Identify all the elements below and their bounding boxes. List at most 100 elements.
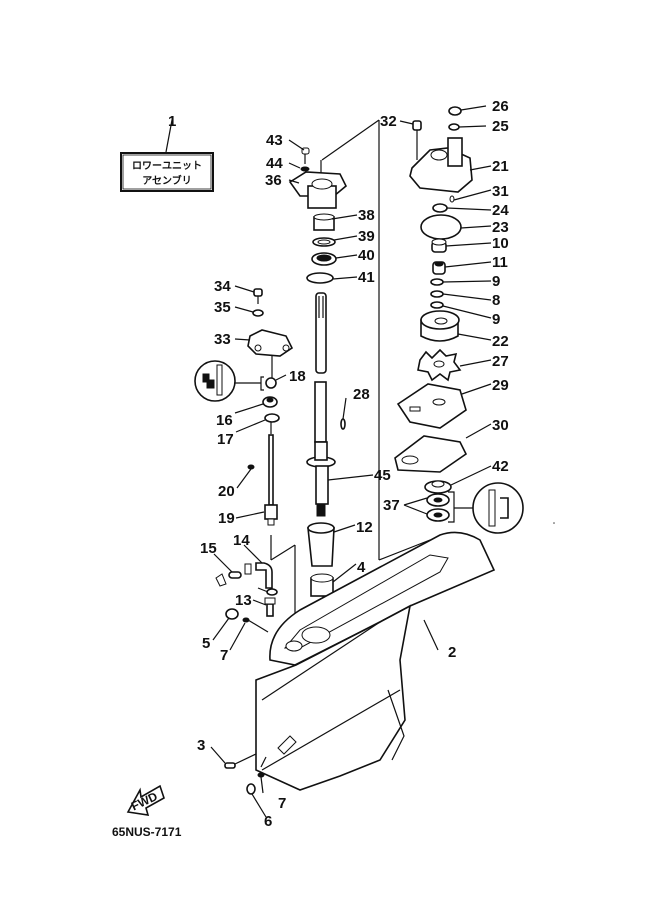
callout-9-upper[interactable]: 9 (492, 273, 500, 290)
callout-9-lower[interactable]: 9 (492, 311, 500, 328)
callout-43[interactable]: 43 (266, 132, 283, 149)
callout-7-upper[interactable]: 7 (220, 647, 228, 664)
callout-3[interactable]: 3 (197, 737, 205, 754)
callout-16[interactable]: 16 (216, 412, 233, 429)
callout-15[interactable]: 15 (200, 540, 217, 557)
callout-18[interactable]: 18 (289, 368, 306, 385)
part-37-oil-seals[interactable] (426, 491, 474, 523)
part-22-pump-insert[interactable] (420, 310, 460, 342)
part-21-pump-housing[interactable] (409, 137, 473, 193)
callout-10[interactable]: 10 (492, 235, 509, 252)
part-18-bushing[interactable] (233, 376, 277, 391)
part-19-shift-rod[interactable] (264, 434, 278, 526)
part-2-lower-casing[interactable] (255, 531, 496, 791)
callout-27[interactable]: 27 (492, 353, 509, 370)
part-33-shift-rod-cover[interactable] (247, 329, 294, 357)
part-38-bearing[interactable] (313, 213, 335, 231)
part-23-o-ring[interactable] (420, 214, 462, 240)
part-29-outer-plate[interactable] (396, 383, 467, 429)
callout-8[interactable]: 8 (492, 292, 500, 309)
part-43-bolt[interactable] (301, 147, 310, 164)
part-7-gasket-lower[interactable] (257, 772, 265, 778)
callout-12[interactable]: 12 (356, 519, 373, 536)
part-27-impeller[interactable] (417, 348, 462, 382)
callout-34[interactable]: 34 (214, 278, 231, 295)
callout-19[interactable]: 19 (218, 510, 235, 527)
part-25-seal[interactable] (448, 123, 460, 131)
callout-38[interactable]: 38 (358, 207, 375, 224)
drawing-code: 65NUS-7171 (112, 825, 182, 839)
stray-dot (553, 522, 555, 524)
part-15-hose-joint[interactable] (215, 571, 242, 587)
part-14-hose[interactable] (244, 562, 273, 589)
assembly-title-box: ロワーユニット アセンブリ (120, 119, 214, 192)
callout-7-lower[interactable]: 7 (278, 795, 286, 812)
callout-40[interactable]: 40 (358, 247, 375, 264)
part-17-o-ring[interactable] (264, 413, 280, 423)
part-40-oil-seal[interactable] (311, 252, 337, 266)
callout-11[interactable]: 11 (492, 254, 508, 271)
part-24-o-ring[interactable] (432, 203, 448, 213)
part-16-oil-seal[interactable] (262, 396, 278, 408)
callout-23[interactable]: 23 (492, 219, 509, 236)
callout-28[interactable]: 28 (353, 386, 370, 403)
part-26-cap[interactable] (448, 106, 462, 116)
callout-32[interactable]: 32 (380, 113, 397, 130)
callout-2[interactable]: 2 (448, 644, 456, 661)
callout-42[interactable]: 42 (492, 458, 509, 475)
part-32-bolt[interactable] (412, 120, 422, 160)
part-10-collar[interactable] (431, 238, 447, 253)
callout-21[interactable]: 21 (492, 158, 509, 175)
callout-4[interactable]: 4 (357, 559, 366, 576)
part-36-housing[interactable] (288, 171, 347, 209)
callout-36[interactable]: 36 (265, 172, 282, 189)
part-44-washer[interactable] (300, 166, 310, 172)
callout-24[interactable]: 24 (492, 202, 509, 219)
part-45-drive-shaft[interactable] (306, 381, 336, 517)
part-12-sleeve[interactable] (307, 522, 335, 567)
callout-37[interactable]: 37 (383, 497, 400, 514)
part-20-clip[interactable] (247, 464, 255, 470)
part-28-pin[interactable] (340, 418, 346, 430)
callout-33[interactable]: 33 (214, 331, 231, 348)
part-35-washer[interactable] (252, 309, 264, 317)
part-6-drain-plug[interactable] (246, 783, 256, 795)
part-9-washer-lower[interactable] (430, 301, 444, 309)
callout-13[interactable]: 13 (235, 592, 252, 609)
part-8-washer[interactable] (430, 290, 444, 298)
part-5-plug[interactable] (225, 608, 239, 620)
part-41-o-ring[interactable] (306, 272, 334, 284)
drive-shaft-upper[interactable] (315, 292, 327, 374)
callout-6[interactable]: 6 (264, 813, 272, 830)
callout-1[interactable]: 1 (168, 113, 176, 130)
callout-44[interactable]: 44 (266, 155, 283, 172)
part-30-gasket[interactable] (394, 435, 468, 473)
callout-20[interactable]: 20 (218, 483, 235, 500)
callout-numbers: 1 2 3 4 5 6 7 7 8 9 9 10 11 12 13 14 15 … (168, 98, 509, 830)
part-4-needle-bearing[interactable] (310, 573, 334, 597)
callout-31[interactable]: 31 (492, 183, 509, 200)
hose-clip[interactable] (257, 587, 278, 596)
callout-26[interactable]: 26 (492, 98, 509, 115)
callout-45[interactable]: 45 (374, 467, 391, 484)
callout-14[interactable]: 14 (233, 532, 250, 549)
part-3-pin[interactable] (224, 762, 236, 769)
callout-22[interactable]: 22 (492, 333, 509, 350)
part-11-collar[interactable] (432, 261, 446, 275)
callout-29[interactable]: 29 (492, 377, 509, 394)
callout-30[interactable]: 30 (492, 417, 509, 434)
forward-direction-arrow: FWD (126, 784, 165, 816)
callout-5[interactable]: 5 (202, 635, 210, 652)
part-31-pin[interactable] (449, 195, 455, 203)
part-39-shim[interactable] (312, 237, 336, 247)
callout-35[interactable]: 35 (214, 299, 231, 316)
callout-41[interactable]: 41 (358, 269, 375, 286)
part-34-bolt[interactable] (253, 288, 263, 304)
part-42-oil-seal[interactable] (424, 480, 452, 494)
callout-17[interactable]: 17 (217, 431, 234, 448)
callout-39[interactable]: 39 (358, 228, 375, 245)
part-13-screw[interactable] (264, 597, 276, 617)
callout-25[interactable]: 25 (492, 118, 509, 135)
part-9-washer-upper[interactable] (430, 278, 444, 286)
